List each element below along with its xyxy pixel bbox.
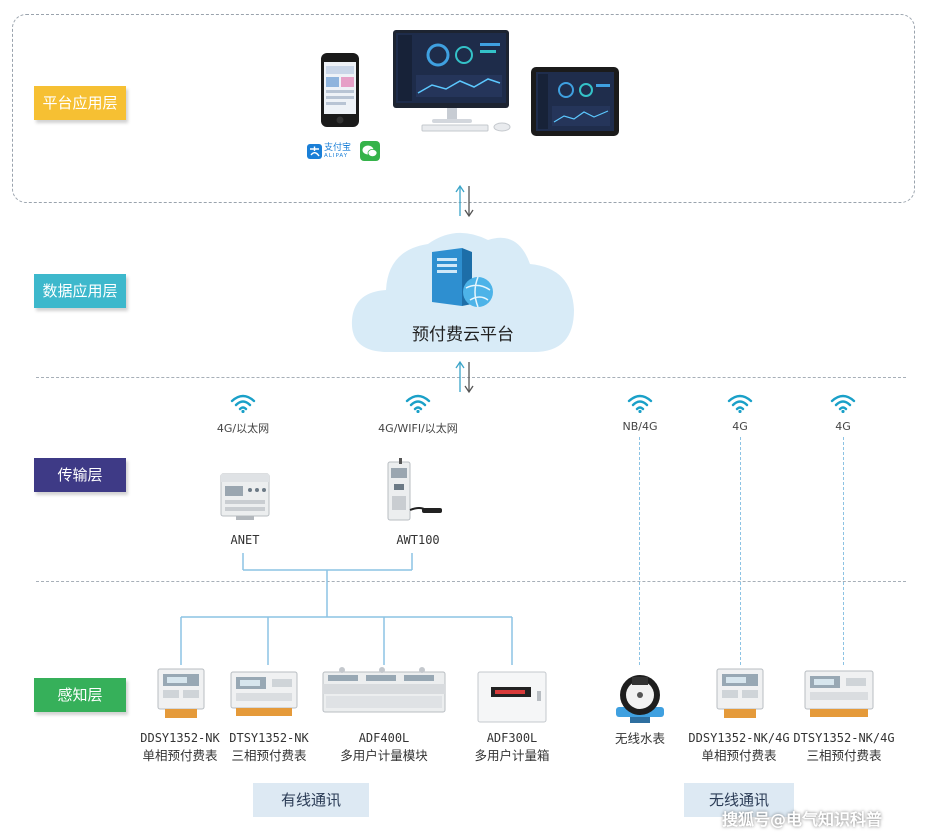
three-phase-meter-image [230, 671, 298, 717]
device-desc: 三相预付费表 [806, 748, 882, 763]
wireless-link-line [843, 437, 844, 665]
wifi-icon [627, 393, 653, 413]
device-caption-dtsy-4g: DTSY1352-NK/4G 三相预付费表 [792, 730, 896, 764]
network-label-dtsy-4g: 4G [835, 420, 851, 433]
anet-gateway-image [220, 470, 270, 520]
wired-comm-badge: 有线通讯 [253, 783, 369, 817]
device-caption-adf300l: ADF300L 多用户计量箱 [462, 730, 562, 764]
device-caption-ddsy: DDSY1352-NK 单相预付费表 [130, 730, 230, 764]
device-desc: 单相预付费表 [142, 748, 218, 763]
cloud-platform-label: 预付费云平台 [412, 325, 514, 345]
separator-1 [36, 377, 906, 378]
awt100-gateway-image [386, 458, 446, 522]
updown-arrows-bottom [453, 360, 477, 394]
device-caption-water-meter: 无线水表 [600, 730, 680, 747]
device-model: DTSY1352-NK [229, 731, 309, 745]
tablet-image [530, 66, 620, 137]
device-desc: 三相预付费表 [231, 748, 307, 763]
device-model: DDSY1352-NK/4G [688, 731, 790, 745]
wifi-icon [830, 393, 856, 413]
gateway-name-anet: ANET [230, 533, 260, 547]
layer-label-data: 数据应用层 [34, 274, 126, 308]
device-model: ADF400L [358, 731, 410, 745]
network-label-anet: 4G/以太网 [216, 422, 270, 435]
device-caption-ddsy-4g: DDSY1352-NK/4G 单相预付费表 [686, 730, 792, 764]
device-model: ADF300L [486, 731, 538, 745]
device-desc: 单相预付费表 [701, 748, 777, 763]
wireless-water-meter-image [612, 667, 668, 725]
wireless-comm-badge: 无线通讯 [684, 783, 794, 817]
wireless-link-line [639, 437, 640, 665]
wireless-link-line [740, 437, 741, 665]
device-caption-adf400l: ADF400L 多用户计量模块 [328, 730, 440, 764]
layer-label-app: 平台应用层 [34, 86, 126, 120]
multi-user-metering-module-image [322, 666, 446, 718]
alipay-logo: 支付宝 ALIPAY [307, 143, 355, 161]
device-model: DDSY1352-NK [140, 731, 220, 745]
device-model: DTSY1352-NK/4G [793, 731, 895, 745]
alipay-subtext: ALIPAY [324, 153, 349, 159]
single-phase-meter-image [157, 668, 205, 720]
separator-2 [36, 581, 906, 582]
network-label-awt100: 4G/WIFI/以太网 [378, 422, 458, 435]
device-desc: 无线水表 [614, 731, 665, 746]
multi-user-metering-box-image [477, 671, 547, 723]
device-desc: 多用户计量箱 [474, 748, 550, 763]
wechat-icon [360, 141, 380, 161]
watermark: 搜狐号@电气知识科普 [722, 810, 883, 829]
gateway-name-awt100: AWT100 [396, 533, 440, 547]
network-label-ddsy-4g: 4G [732, 420, 748, 433]
wifi-icon [405, 393, 431, 413]
app-layer-frame [12, 14, 915, 203]
wifi-icon [230, 393, 256, 413]
layer-label-transport: 传输层 [34, 458, 126, 492]
network-label-water-meter: NB/4G [622, 420, 658, 433]
wifi-icon [727, 393, 753, 413]
alipay-text: 支付宝 [324, 143, 352, 153]
device-desc: 多用户计量模块 [340, 748, 428, 763]
three-phase-4g-meter-image [804, 670, 874, 718]
single-phase-4g-meter-image [716, 668, 764, 720]
desktop-monitor-image [392, 29, 517, 135]
layer-label-sensing: 感知层 [34, 678, 126, 712]
smartphone-image [320, 52, 360, 128]
updown-arrows-top [453, 184, 477, 218]
server-icon [428, 244, 496, 310]
device-caption-dtsy: DTSY1352-NK 三相预付费表 [219, 730, 319, 764]
